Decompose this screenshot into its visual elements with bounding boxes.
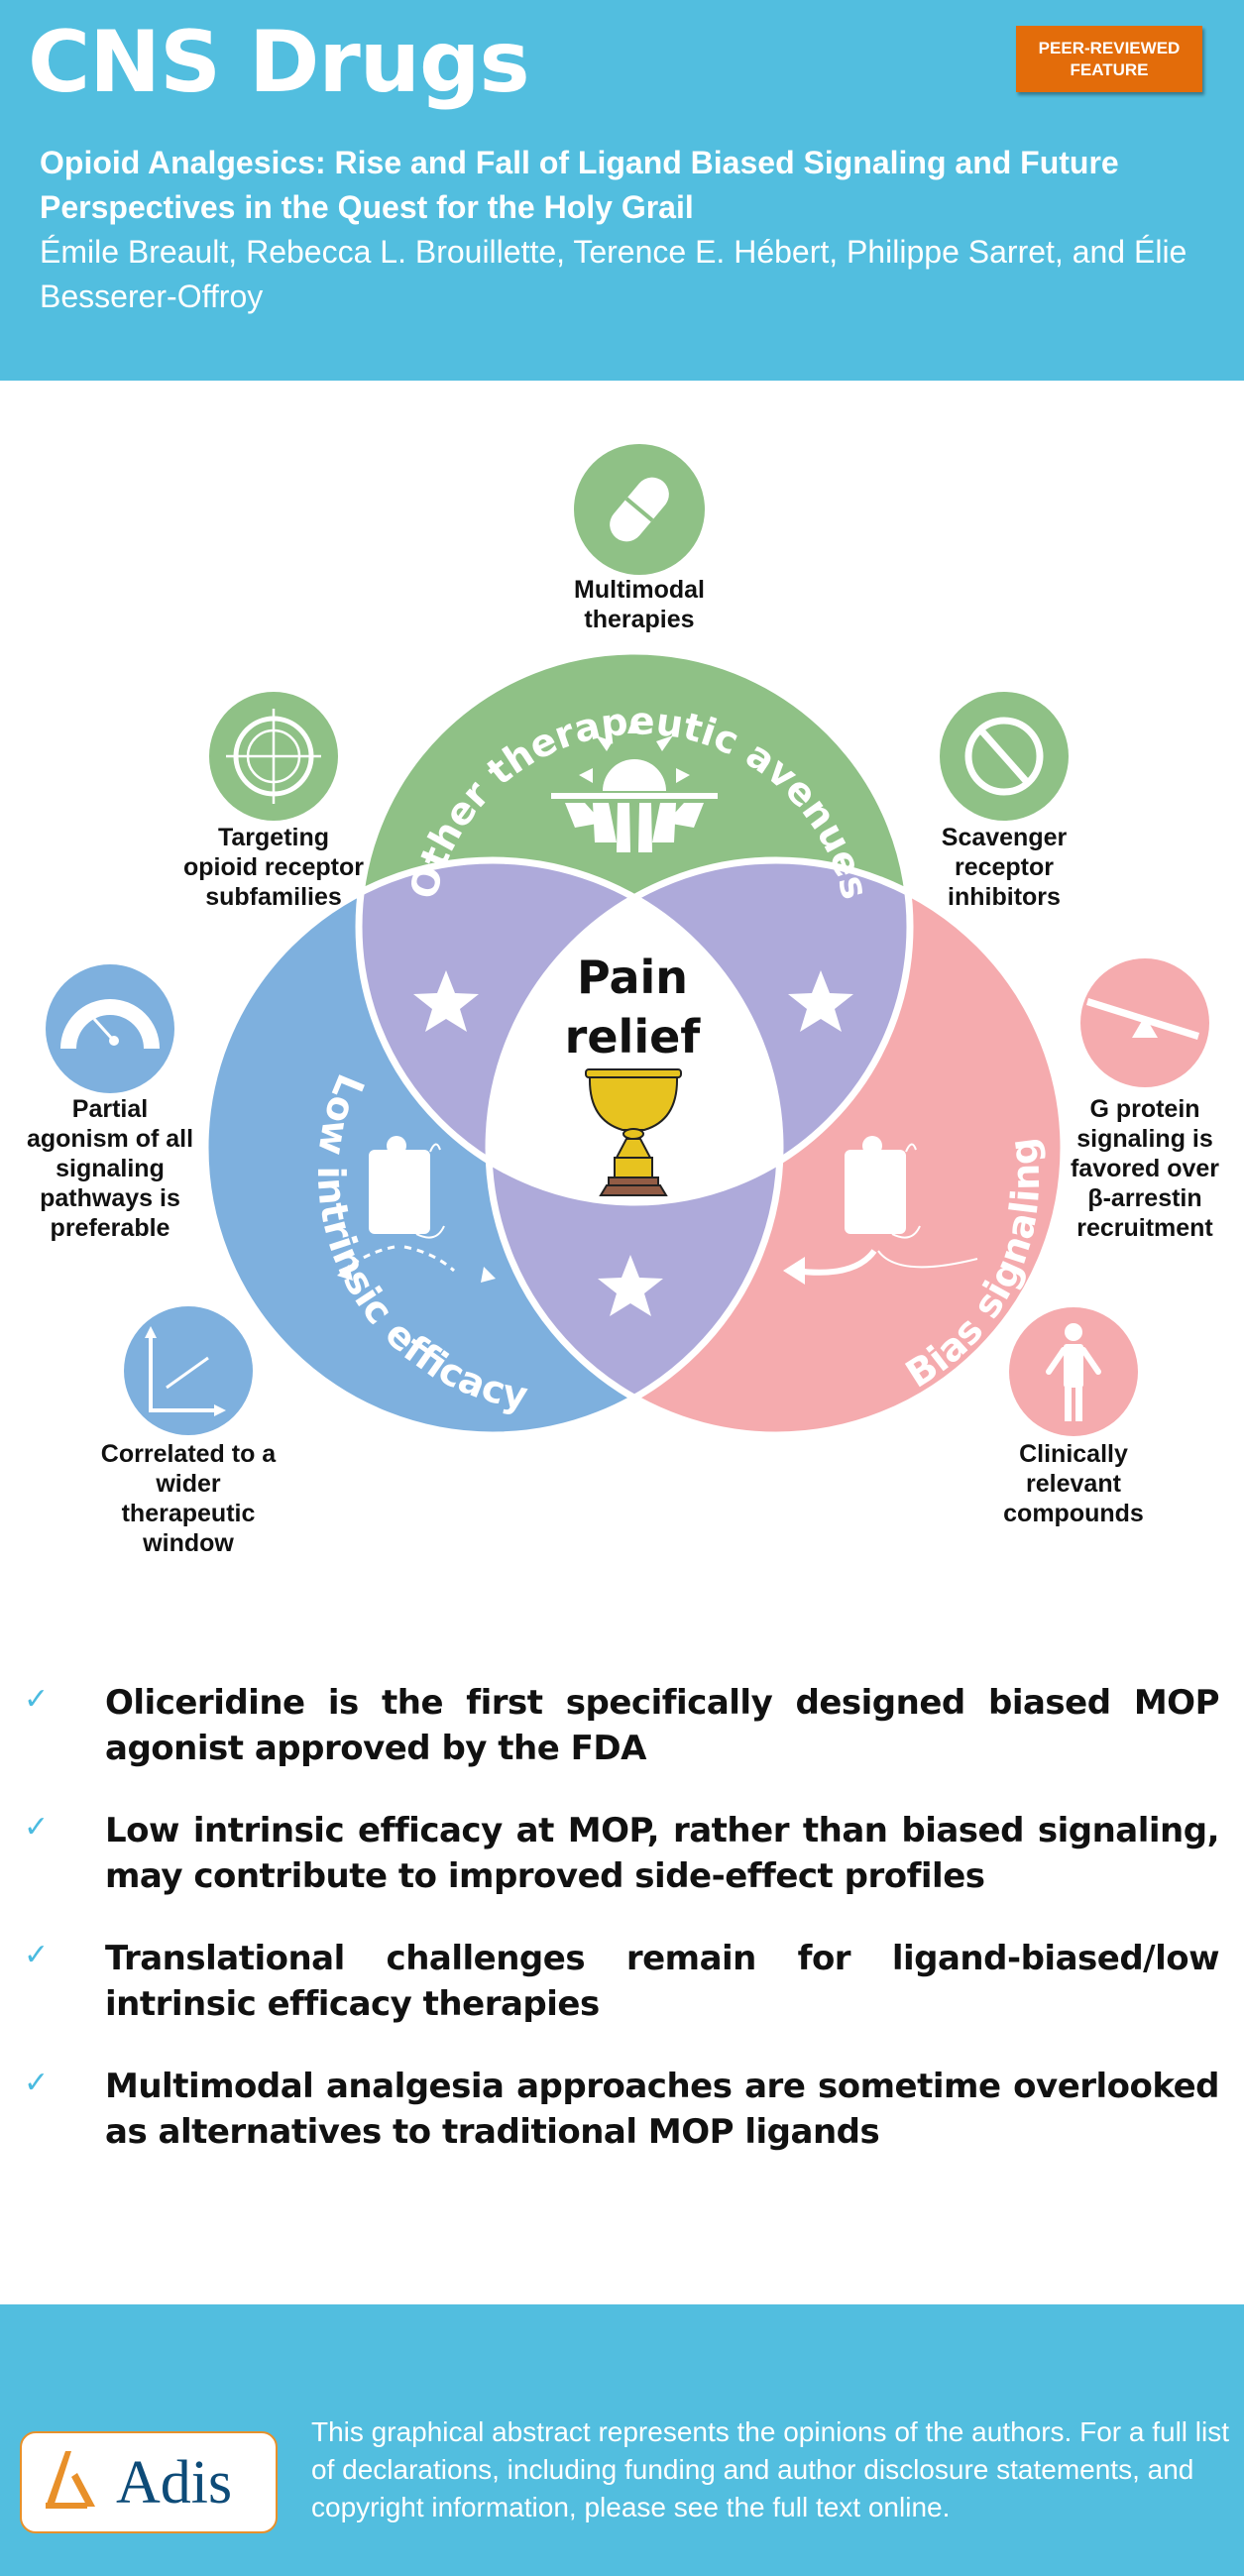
- outline-green: [355, 647, 914, 1206]
- outline-pink: [485, 856, 1068, 1439]
- badge-line-1: PEER-REVIEWED: [1038, 38, 1181, 57]
- checkmark-icon: ✓: [24, 1939, 50, 1971]
- badge-line-2: FEATURE: [1070, 59, 1149, 79]
- label-line: therapies: [584, 606, 695, 633]
- gauge-icon: [46, 964, 174, 1093]
- venn-svg: Other therapeutic avenues Low intrinsic …: [46, 444, 1209, 1439]
- label-line: signaling is: [1076, 1125, 1213, 1153]
- label-line: Correlated to a: [100, 1440, 277, 1468]
- label-therapeutic-window: Correlated to a wider therapeutic window: [79, 1439, 297, 1558]
- bullet-text: Oliceridine is the first specifically de…: [105, 1683, 1220, 1768]
- label-line: Clinically: [1019, 1440, 1128, 1468]
- bullet-text: Translational challenges remain for liga…: [105, 1939, 1220, 2024]
- label-line: favored over: [1070, 1155, 1220, 1182]
- pill-icon: [574, 444, 705, 575]
- label-line: Targeting: [217, 824, 330, 851]
- label-line: Multimodal: [574, 576, 705, 604]
- label-line: preferable: [50, 1214, 170, 1242]
- authors: Émile Breault, Rebecca L. Brouillette, T…: [40, 234, 1187, 314]
- header: CNS Drugs PEER-REVIEWED FEATURE Opioid A…: [0, 0, 1244, 381]
- label-line: compounds: [1003, 1500, 1144, 1527]
- star-icon: [598, 1255, 663, 1316]
- sunrise-icon: [551, 716, 718, 852]
- article-title: Opioid Analgesics: Rise and Fall of Liga…: [40, 145, 1119, 225]
- label-partial-agonism: Partial agonism of all signaling pathway…: [11, 1094, 209, 1243]
- adis-triangle-icon: [46, 2451, 95, 2509]
- label-targeting-subfamilies: Targeting opioid receptor subfamilies: [169, 823, 379, 912]
- bullet-text: Low intrinsic efficacy at MOP, rather th…: [105, 1811, 1220, 1896]
- prohibited-icon: [940, 692, 1069, 821]
- bullet-text: Multimodal analgesia approaches are some…: [105, 2067, 1220, 2152]
- label-line: Partial: [71, 1095, 149, 1123]
- venn-diagram: Other therapeutic avenues Low intrinsic …: [0, 381, 1244, 1600]
- receptor-icon: [783, 1136, 978, 1285]
- journal-title: CNS Drugs: [28, 13, 530, 112]
- label-line: subfamilies: [205, 883, 342, 911]
- label-line: pathways is: [40, 1184, 180, 1212]
- center-pain-relief: [489, 860, 780, 1202]
- star-icon: [788, 970, 853, 1032]
- outline-blue: [201, 856, 784, 1439]
- label-line: signaling: [56, 1155, 165, 1182]
- seesaw-icon: [1080, 958, 1209, 1087]
- relief-label: relief: [565, 1010, 702, 1064]
- label-line: β-arrestin: [1087, 1184, 1202, 1212]
- label-g-protein-favored: G protein signaling is favored over β-ar…: [1046, 1094, 1244, 1243]
- label-line: agonism of all: [26, 1125, 194, 1153]
- graph-icon: [124, 1306, 253, 1435]
- label-scavenger-inhibitors: Scavenger receptor inhibitors: [905, 823, 1103, 912]
- label-multimodal-therapies: Multimodal therapies: [540, 575, 738, 634]
- adis-wordmark: Adis: [116, 2449, 233, 2517]
- receptor-icon: [337, 1136, 496, 1283]
- trophy-icon: [585, 1068, 682, 1196]
- label-clinically-relevant: Clinically relevant compounds: [974, 1439, 1173, 1528]
- label-line: Scavenger: [941, 824, 1068, 851]
- label-line: opioid receptor: [183, 853, 364, 881]
- label-line: therapeutic: [121, 1500, 256, 1527]
- label-line: receptor: [954, 853, 1055, 881]
- disclaimer: This graphical abstract represents the o…: [311, 2416, 1230, 2522]
- label-line: relevant: [1026, 1470, 1121, 1498]
- label-line: recruitment: [1076, 1214, 1213, 1242]
- star-icon: [413, 970, 479, 1032]
- pain-label: Pain: [577, 951, 688, 1004]
- checkmark-icon: ✓: [24, 1811, 50, 1844]
- label-line: wider: [156, 1470, 221, 1498]
- checkmark-icon: ✓: [24, 1683, 50, 1716]
- adis-logo: Adis: [20, 2431, 278, 2533]
- person-icon: [1009, 1307, 1138, 1436]
- label-line: G protein: [1089, 1095, 1200, 1123]
- target-icon: [209, 692, 338, 821]
- checkmark-icon: ✓: [24, 2067, 50, 2099]
- label-line: window: [143, 1529, 234, 1557]
- label-line: inhibitors: [948, 883, 1061, 911]
- footer: Adis This graphical abstract represents …: [0, 2304, 1244, 2576]
- peer-reviewed-badge: PEER-REVIEWED FEATURE: [1016, 26, 1202, 92]
